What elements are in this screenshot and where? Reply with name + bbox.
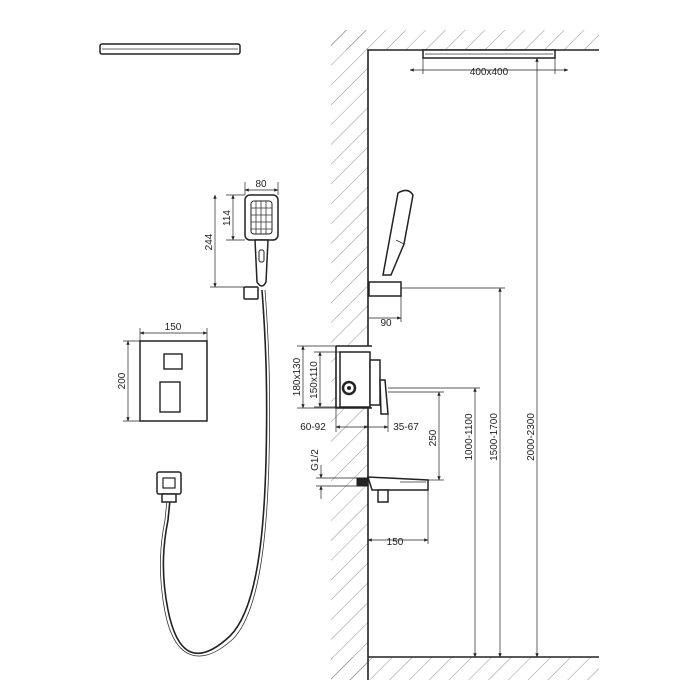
- spout-length-label: 150: [387, 537, 404, 548]
- ceiling-rain-head: [422, 49, 556, 59]
- panel-width-label: 150: [165, 322, 182, 333]
- concealed-mixer: [339, 351, 389, 415]
- panel-dimensions: 150 200: [117, 322, 208, 422]
- mixer-height-label: 1000-1100: [464, 413, 475, 461]
- holder-height-label: 1500-1700: [489, 413, 500, 461]
- box-inner-size-label: 150x110: [309, 361, 320, 399]
- holder-offset-label: 90: [380, 318, 392, 329]
- rain-shower-head-view: [99, 43, 241, 55]
- wall-section: [331, 30, 599, 680]
- hand-head-height-label: 114: [222, 210, 233, 226]
- wall-hand-shower: [368, 189, 414, 297]
- head-height-label: 2000-2300: [526, 413, 537, 461]
- panel-height-label: 200: [117, 372, 128, 389]
- rain-head-size-label: 400x400: [470, 67, 509, 78]
- installation-dimensions: 400x400 90 180x130 150x110 60-92 35-67 G…: [292, 57, 569, 658]
- thread-size-label: G1/2: [310, 449, 321, 471]
- hand-width-label: 80: [255, 179, 267, 190]
- hand-total-height-label: 244: [204, 233, 215, 250]
- box-outer-size-label: 180x130: [292, 357, 303, 396]
- hand-shower-dimensions: 80 114 244: [204, 179, 279, 288]
- box-depth-label: 60-92: [300, 422, 326, 433]
- spray-nozzle-grid: [250, 200, 273, 235]
- bath-spout: [356, 476, 429, 503]
- spout-drop-label: 250: [428, 429, 439, 446]
- lever-projection-label: 35-67: [393, 422, 419, 433]
- mixer-panel-front-view: [139, 340, 208, 422]
- hand-shower-view: [159, 194, 279, 657]
- wall-elbow-view: [156, 471, 182, 503]
